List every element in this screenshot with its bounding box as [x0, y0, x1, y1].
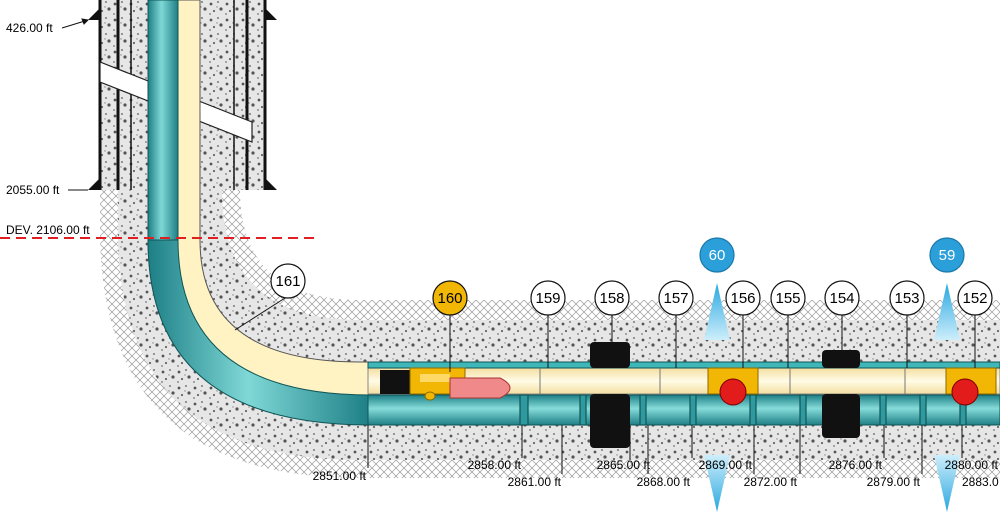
- tubing-horizontal: [367, 394, 1000, 426]
- bottom-depth-2872: 2872.00 ft: [744, 475, 798, 489]
- packer-158: [590, 342, 630, 448]
- upper-string-collars: [367, 361, 1000, 369]
- label-155: 155: [775, 290, 800, 307]
- callout-158: [594, 280, 630, 316]
- label-161: 161: [275, 273, 300, 290]
- depth-2055: 2055.00 ft: [6, 183, 60, 197]
- callout-153: [889, 280, 925, 316]
- bottom-depth-2865: 2865.00 ft: [597, 458, 651, 472]
- depth-leaders: [61, 18, 90, 191]
- label-153: 153: [894, 290, 919, 307]
- valve-156: [707, 367, 759, 406]
- callouts: [270, 237, 993, 316]
- depth-labels: 426.00 ft 2055.00 ft DEV. 2106.00 ft: [6, 21, 90, 237]
- bottom-depth-2876: 2876.00 ft: [829, 458, 883, 472]
- perf-label-59: 59: [939, 247, 956, 264]
- bottom-depth-ticks: [367, 425, 963, 474]
- casing-walls: [98, 0, 267, 190]
- label-152: 152: [962, 290, 987, 307]
- bottom-depth-2883: 2883.0: [962, 475, 999, 489]
- bottom-depth-labels: 2851.00 ft 2858.00 ft 2861.00 ft 2865.00…: [313, 458, 999, 489]
- tool-160: [380, 367, 511, 401]
- label-156: 156: [730, 290, 755, 307]
- tubing-joints: [519, 394, 967, 426]
- label-158: 158: [599, 290, 624, 307]
- callout-labels: 161 160 159 158 157 156 155 154 153 152 …: [275, 247, 987, 307]
- perf-label-60: 60: [709, 247, 726, 264]
- callout-152: [957, 280, 993, 316]
- bottom-depth-2861: 2861.00 ft: [508, 475, 562, 489]
- bottom-depth-2880: 2880.00 ft: [945, 458, 999, 472]
- callout-161: [270, 263, 306, 299]
- packer-154: [822, 350, 860, 438]
- bottom-depth-2868: 2868.00 ft: [637, 475, 691, 489]
- bottom-depth-2869: 2869.00 ft: [699, 458, 753, 472]
- callout-160: [432, 280, 468, 316]
- callout-154: [824, 280, 860, 316]
- bottom-depth-2879: 2879.00 ft: [867, 475, 921, 489]
- perf-callout-59: [929, 237, 965, 273]
- casing-shoe-markers: [88, 8, 277, 190]
- perf-callout-60: [699, 237, 735, 273]
- label-159: 159: [535, 290, 560, 307]
- label-157: 157: [663, 290, 688, 307]
- component-leaders: [234, 297, 976, 372]
- perforation-jets: [704, 283, 960, 512]
- callout-159: [530, 280, 566, 316]
- valve-152: [945, 367, 997, 406]
- bottom-depth-2858: 2858.00 ft: [468, 458, 522, 472]
- depth-deviation: DEV. 2106.00 ft: [6, 223, 90, 237]
- depth-426: 426.00 ft: [6, 21, 53, 35]
- upper-joints: [539, 368, 906, 394]
- callout-157: [658, 280, 694, 316]
- bottom-depth-2851: 2851.00 ft: [313, 469, 367, 483]
- callout-155: [770, 280, 806, 316]
- label-154: 154: [829, 290, 854, 307]
- callout-156: [725, 280, 761, 316]
- label-160: 160: [437, 290, 462, 307]
- tubing-vertical: [147, 0, 179, 241]
